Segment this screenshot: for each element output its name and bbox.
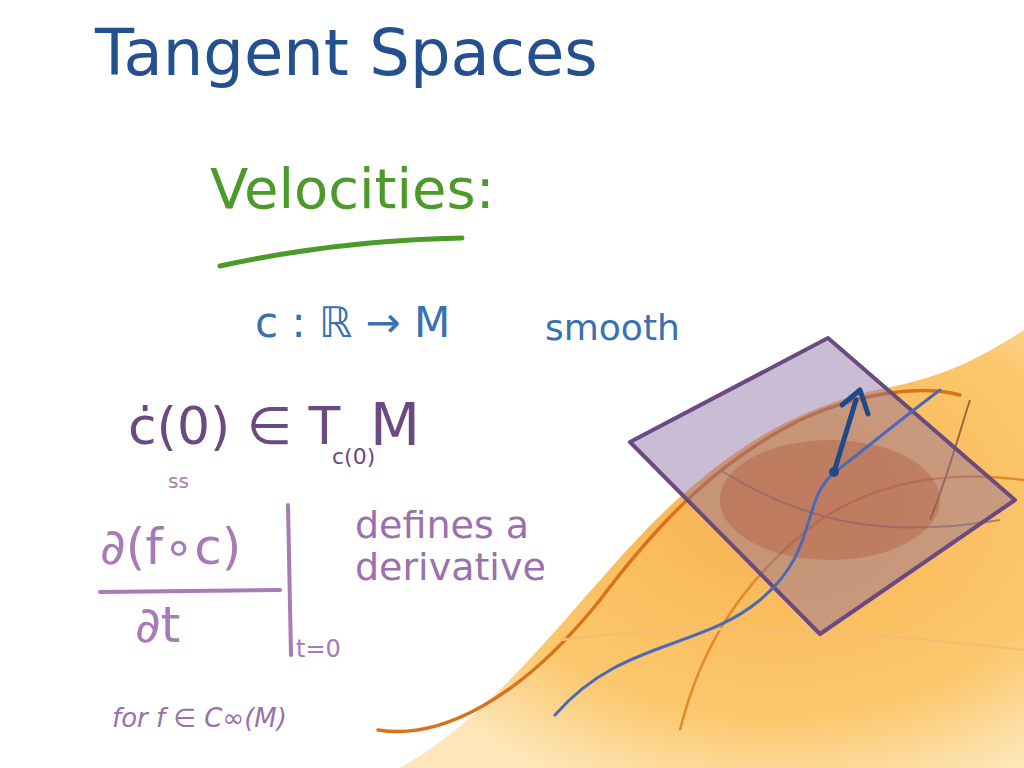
curve-c [555,390,940,715]
underline [220,238,462,266]
note: for f ∈ C∞(M) [112,704,287,733]
manifold-symbol: M [370,394,420,458]
subscript: c(0) [332,445,375,469]
evaluation-bar [288,505,291,655]
plane-shade [720,440,940,560]
velocity-arrow [834,400,856,472]
velocity-arrowhead [842,390,868,414]
note: defines a derivative [355,505,595,589]
denominator: ∂t [135,598,180,653]
fraction-bar [100,590,280,592]
velocity-formula: ċ(0) ∈ T [128,398,340,455]
note: smooth [545,308,680,348]
mark: ss [168,470,189,492]
base-point [829,467,839,477]
surface-curve [560,629,1024,650]
numerator: ∂(f∘c) [100,520,241,575]
evaluation-point: t=0 [296,636,341,662]
section-heading: Velocities: [210,158,495,220]
curve-definition: c : ℝ → M [255,300,450,346]
slide-title: Tangent Spaces [95,18,598,88]
